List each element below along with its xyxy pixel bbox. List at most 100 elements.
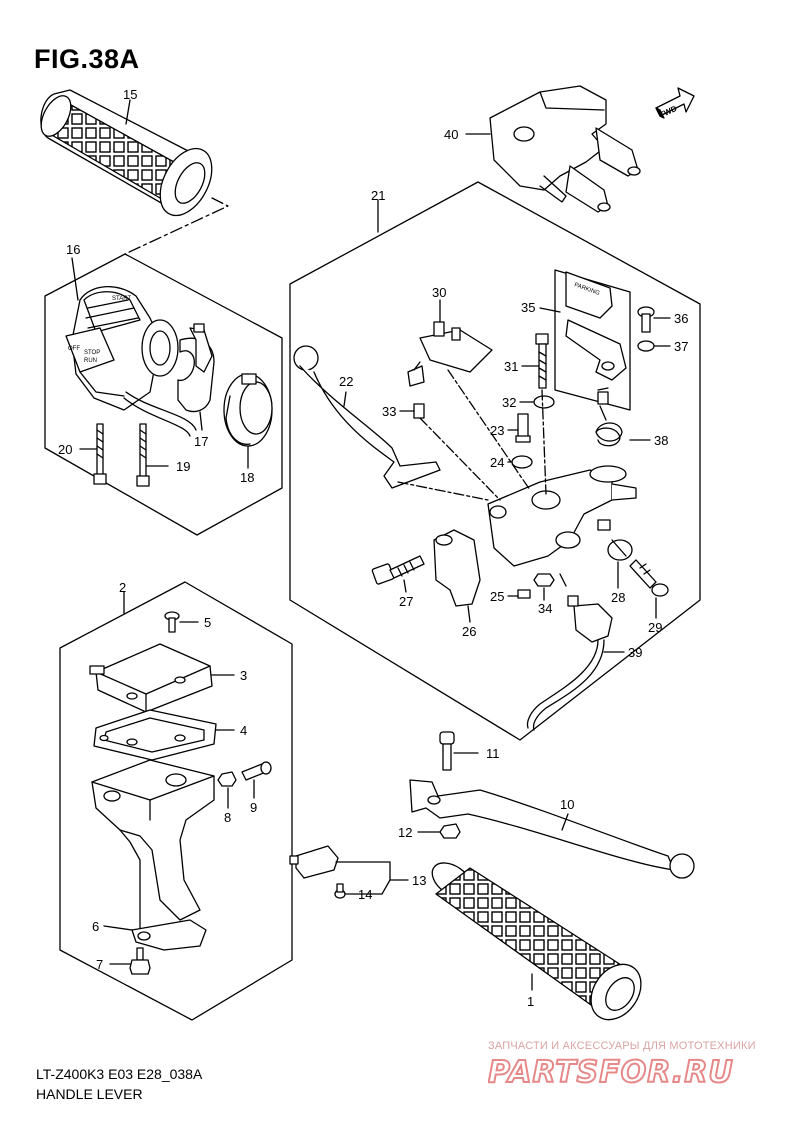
part-label-24: 24 [490, 455, 504, 470]
part-label-12: 12 [398, 825, 412, 840]
part-label-40: 40 [444, 127, 458, 142]
section-name: HANDLE LEVER [36, 1086, 143, 1102]
part-23-bolt [515, 413, 531, 443]
part-20-screw [93, 423, 107, 485]
part-16-handlebar-switch: OFF STOP RUN START [65, 285, 197, 437]
part-label-35: 35 [521, 300, 535, 315]
leader-27 [403, 579, 407, 593]
part-label-33: 33 [382, 404, 396, 419]
dash-line-33-holder [419, 417, 501, 501]
part-37-washer [637, 340, 655, 352]
part-label-2: 2 [119, 580, 126, 595]
part-30-switch [407, 321, 493, 387]
leader-26 [467, 605, 471, 623]
svg-text:STOP: STOP [84, 350, 100, 356]
part-13-brake-switch [289, 845, 339, 879]
dash-line-31-holder [541, 389, 547, 495]
part-label-28: 28 [611, 590, 625, 605]
part-label-8: 8 [224, 810, 231, 825]
part-39-switch-wire [526, 573, 613, 731]
part-label-5: 5 [204, 615, 211, 630]
part-29-adjuster-bolt [629, 559, 669, 597]
part-18-guide [223, 373, 273, 447]
part-label-27: 27 [399, 594, 413, 609]
svg-text:RUN: RUN [84, 358, 97, 364]
group-box-21 [289, 181, 701, 741]
part-label-30: 30 [432, 285, 446, 300]
part-28-adjuster [607, 539, 633, 561]
part-5-screw [164, 611, 180, 633]
part-label-17: 17 [194, 434, 208, 449]
leader-10 [561, 813, 569, 831]
dash-line-30-holder [447, 369, 531, 491]
part-32-washer [533, 395, 555, 409]
part-label-6: 6 [92, 919, 99, 934]
part-19-screw [136, 423, 150, 487]
part-9-bolt [241, 761, 272, 781]
part-label-25: 25 [490, 589, 504, 604]
dash-line-15-16 [124, 197, 229, 255]
part-label-36: 36 [674, 311, 688, 326]
part-label-29: 29 [648, 620, 662, 635]
leader-16 [71, 257, 79, 301]
part-25-nut [517, 589, 531, 599]
part-33-collar [413, 403, 425, 419]
part-label-26: 26 [462, 624, 476, 639]
part-10-brake-lever [409, 779, 695, 879]
part-label-31: 31 [504, 359, 518, 374]
part-label-19: 19 [176, 459, 190, 474]
watermark-logo: PARTSFOR.RU [488, 1054, 734, 1088]
part-7-bolt [129, 947, 151, 975]
watermark-caption: ЗАПЧАСТИ И АКСЕССУАРЫ ДЛЯ МОТОТЕХНИКИ [488, 1040, 756, 1052]
leader-6 [103, 925, 133, 931]
part-label-13: 13 [412, 873, 426, 888]
part-26-clamp [433, 529, 481, 607]
part-label-37: 37 [674, 339, 688, 354]
part-14-screw [334, 883, 346, 899]
part-34-nut [533, 573, 555, 587]
part-label-1: 1 [527, 994, 534, 1009]
svg-text:START: START [112, 296, 131, 302]
part-label-32: 32 [502, 395, 516, 410]
dash-line-22-holder [397, 481, 489, 501]
part-1-right-grip [431, 862, 642, 1021]
part-label-4: 4 [240, 723, 247, 738]
part-36-screw [637, 306, 655, 333]
figure-title: FIG.38A [34, 44, 140, 74]
part-label-11: 11 [486, 746, 500, 761]
part-15-left-grip [40, 89, 213, 217]
watermark-logo-text: PARTSFOR.RU [488, 1055, 734, 1088]
part-label-15: 15 [123, 87, 137, 102]
part-11-bolt [439, 731, 455, 771]
part-22-lever [293, 345, 441, 489]
leader-35 [539, 307, 561, 313]
leader-22 [343, 391, 347, 407]
part-label-10: 10 [560, 797, 574, 812]
part-8-nut [217, 771, 237, 787]
part-27-bolt [371, 555, 425, 585]
leader-14 [345, 879, 391, 895]
leader-13 [335, 861, 409, 881]
part-master-cylinder-body [91, 759, 215, 931]
part-label-16: 16 [66, 242, 80, 257]
part-35-parking-lock: PARKING [565, 271, 627, 405]
group-box-2 [59, 581, 293, 1021]
part-38-spring [595, 405, 623, 447]
part-24-washer [511, 455, 533, 469]
part-12-nut [439, 823, 461, 839]
part-17-clamp [177, 323, 215, 413]
part-label-22: 22 [339, 374, 353, 389]
group-box-16 [44, 253, 283, 536]
part-label-38: 38 [654, 433, 668, 448]
part-label-14: 14 [358, 887, 372, 902]
part-31-bolt [535, 333, 549, 389]
part-label-20: 20 [58, 442, 72, 457]
group-box-35 [554, 269, 631, 411]
part-label-9: 9 [250, 800, 257, 815]
part-label-34: 34 [538, 601, 552, 616]
part-label-18: 18 [240, 470, 254, 485]
part-label-39: 39 [628, 645, 642, 660]
svg-text:OFF: OFF [68, 346, 80, 352]
part-4-gasket [93, 709, 217, 761]
